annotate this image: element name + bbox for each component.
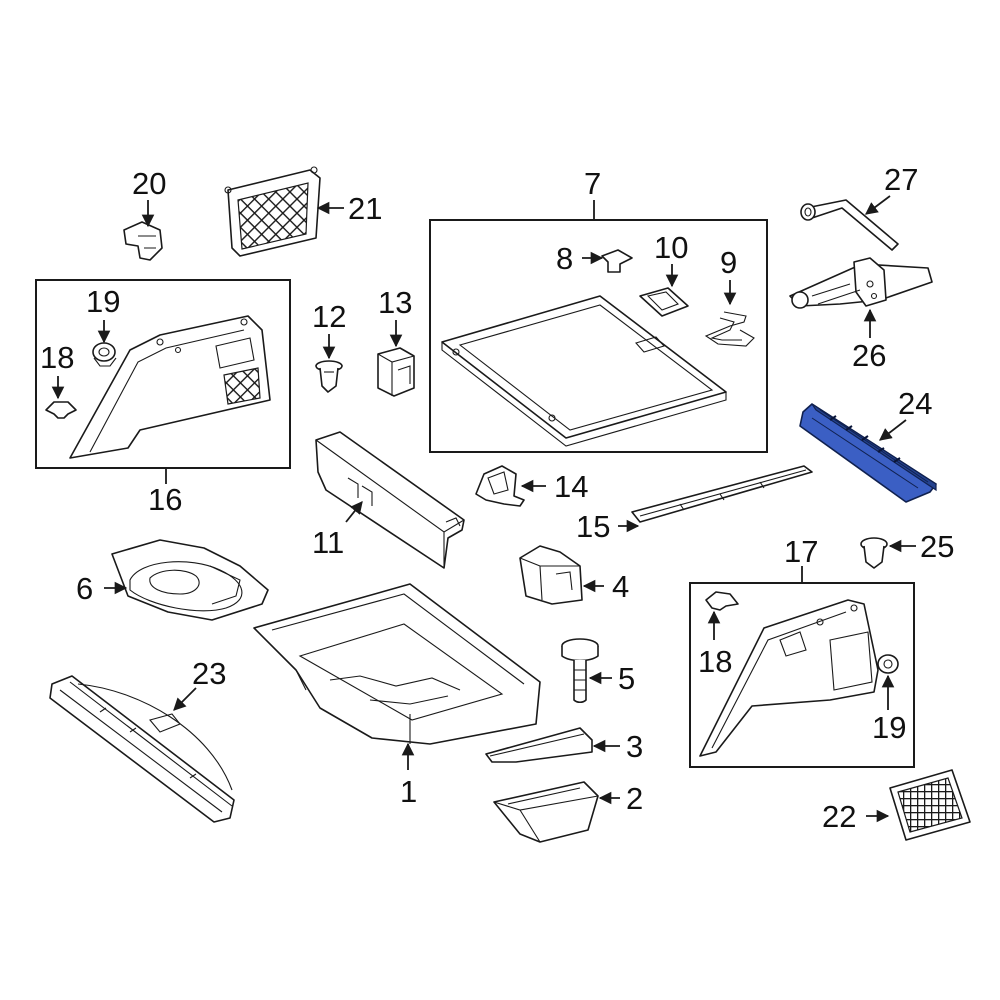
callout-5: 5 <box>618 661 635 696</box>
callout-15: 15 <box>576 509 610 544</box>
part-18-clip-left[interactable] <box>45 401 77 419</box>
part-22-grille[interactable] <box>889 769 971 841</box>
part-5-spacer[interactable] <box>561 638 599 704</box>
callout-18-right: 18 <box>698 644 732 679</box>
callout-7: 7 <box>584 166 601 201</box>
part-15-rail[interactable] <box>631 465 813 523</box>
leader-23 <box>173 687 197 711</box>
part-18-clip-right[interactable] <box>705 591 739 611</box>
part-24-floor-rail[interactable] <box>799 403 937 503</box>
part-13-bracket[interactable] <box>377 347 415 397</box>
callout-11: 11 <box>312 525 344 560</box>
callout-19-right: 19 <box>872 710 906 745</box>
leader-lines <box>51 195 916 823</box>
callout-26: 26 <box>852 338 886 373</box>
callout-25: 25 <box>920 529 954 564</box>
part-1-trunk-tub[interactable] <box>253 583 541 745</box>
part-17-right-side-trim[interactable] <box>699 599 879 757</box>
callout-12: 12 <box>312 299 346 334</box>
callout-22: 22 <box>822 799 856 834</box>
callout-2: 2 <box>626 781 643 816</box>
part-6-tray[interactable] <box>111 539 269 621</box>
callout-8: 8 <box>556 241 573 276</box>
leader-11 <box>345 501 363 523</box>
callout-1: 1 <box>400 774 417 809</box>
leader-27 <box>864 195 891 215</box>
part-21-cargo-net[interactable] <box>224 166 321 257</box>
callout-13: 13 <box>378 285 412 320</box>
callout-9: 9 <box>720 245 737 280</box>
callout-21: 21 <box>348 191 382 226</box>
callout-14: 14 <box>554 469 588 504</box>
part-9-strap[interactable] <box>704 311 755 347</box>
group-box-7 <box>429 219 768 453</box>
callout-17: 17 <box>784 534 818 569</box>
part-7-floor-panel[interactable] <box>441 295 727 447</box>
callout-19-left: 19 <box>86 284 120 319</box>
callout-18-left: 18 <box>40 340 74 375</box>
callout-16: 16 <box>148 482 182 517</box>
group-box-16 <box>35 279 291 469</box>
part-26-jack[interactable] <box>789 257 933 309</box>
callout-4: 4 <box>612 569 629 604</box>
part-10-handle[interactable] <box>639 287 689 317</box>
callout-labels: 1 2 3 4 5 6 7 8 9 10 11 12 13 14 15 16 1… <box>40 162 954 834</box>
part-12-push-clip[interactable] <box>315 360 343 393</box>
part-16-left-side-trim[interactable] <box>69 315 271 459</box>
part-25-clip[interactable] <box>860 537 888 569</box>
part-4-bracket[interactable] <box>519 545 583 605</box>
part-20-clip[interactable] <box>123 221 163 261</box>
callout-24: 24 <box>898 386 932 421</box>
part-19-fastener-left[interactable] <box>92 342 117 367</box>
part-27-lug-wrench[interactable] <box>800 199 899 251</box>
part-8-hook[interactable] <box>601 249 633 273</box>
callout-27: 27 <box>884 162 918 197</box>
callout-3: 3 <box>626 729 643 764</box>
part-11-trim-panel[interactable] <box>315 431 465 569</box>
part-14-bracket[interactable] <box>475 465 525 507</box>
callout-10: 10 <box>654 230 688 265</box>
callout-6: 6 <box>76 571 93 606</box>
part-19-fastener-right[interactable] <box>877 654 899 674</box>
part-2-storage-box[interactable] <box>493 781 599 843</box>
callout-20: 20 <box>132 166 166 201</box>
part-23-cargo-cover[interactable] <box>49 675 235 823</box>
leader-24 <box>879 419 907 441</box>
part-3-lid[interactable] <box>485 727 593 763</box>
callout-23: 23 <box>192 656 226 691</box>
